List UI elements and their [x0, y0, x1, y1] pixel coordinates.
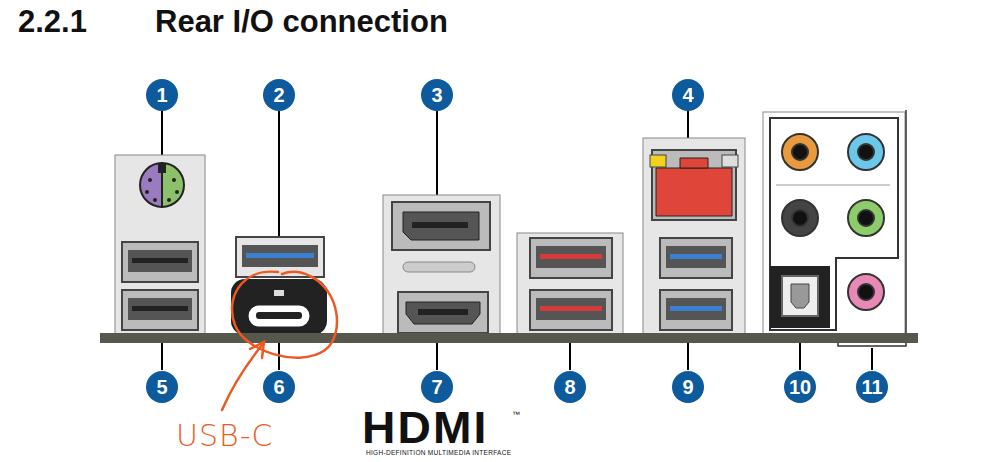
callout-number: 7	[421, 371, 453, 403]
title: Rear I/O connection	[155, 4, 448, 40]
callout-text: 9	[682, 376, 693, 399]
hdmi-logo: HDMI	[362, 403, 488, 453]
callout-text: 10	[789, 376, 811, 399]
callout-number: 3	[421, 79, 453, 111]
callout-number: 1	[146, 79, 178, 111]
callout-number: 9	[672, 371, 704, 403]
callout-text: 8	[564, 376, 575, 399]
callout-text: 7	[431, 376, 442, 399]
callout-number: 11	[856, 371, 888, 403]
handwritten-note: USB-C	[176, 418, 273, 453]
hdmi-tagline: HIGH-DEFINITION MULTIMEDIA INTERFACE	[366, 449, 511, 456]
callout-number: 8	[554, 371, 586, 403]
callout-number: 6	[263, 371, 295, 403]
callout-text: 5	[156, 376, 167, 399]
callout-text: 3	[431, 84, 442, 107]
callout-text: 4	[682, 84, 693, 107]
callout-number: 4	[672, 79, 704, 111]
callout-number: 2	[263, 79, 295, 111]
section-number: 2.2.1	[18, 4, 87, 40]
callout-number: 5	[146, 371, 178, 403]
callout-text: 11	[861, 376, 882, 399]
callout-number: 10	[784, 371, 816, 403]
callout-text: 6	[273, 376, 284, 399]
callout-text: 1	[156, 84, 167, 107]
callout-text: 2	[273, 84, 284, 107]
trademark: ™	[512, 410, 520, 419]
